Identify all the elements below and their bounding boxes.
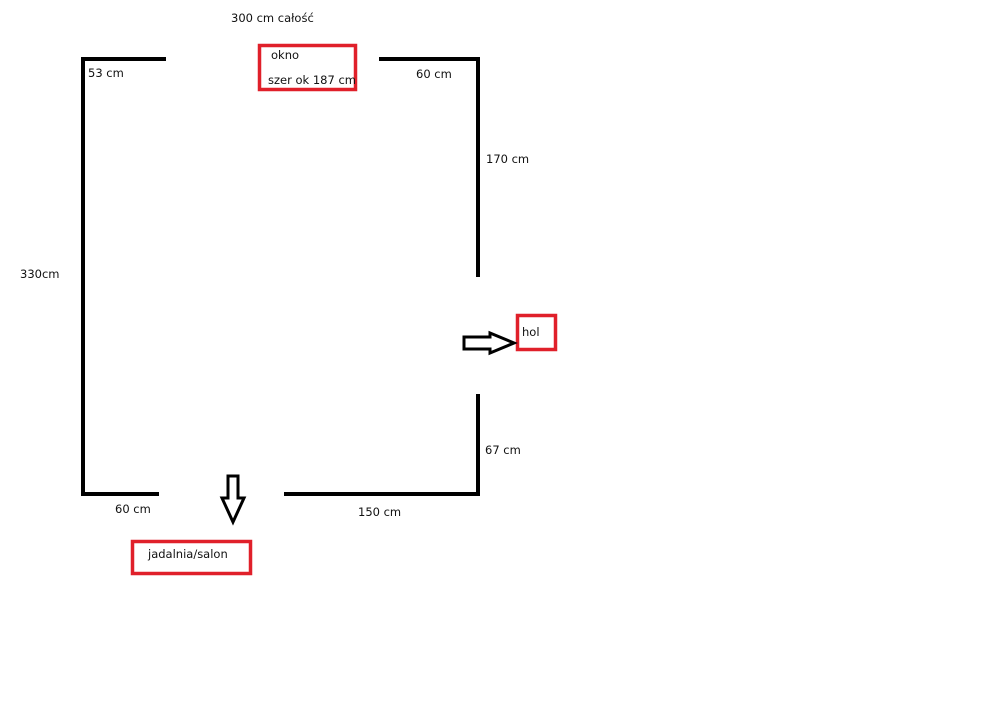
hall-label-box [515, 313, 558, 352]
dim-top-left: 53 cm [88, 66, 124, 80]
arrow-down-icon [219, 474, 247, 526]
total-width-label: 300 cm całość [231, 11, 314, 25]
dim-left: 330cm [20, 267, 59, 281]
dining-label-box [130, 539, 253, 576]
hall-label: hol [522, 325, 540, 339]
dim-bottom-right: 150 cm [358, 505, 401, 519]
arrow-right-icon [462, 330, 518, 356]
window-title: okno [271, 48, 299, 62]
window-label-box [257, 43, 358, 92]
dim-bottom-left: 60 cm [115, 502, 151, 516]
window-width: szer ok 187 cm [268, 73, 356, 87]
dim-right-lower: 67 cm [485, 443, 521, 457]
dim-top-right: 60 cm [416, 67, 452, 81]
dim-right-upper: 170 cm [486, 152, 529, 166]
dining-living-label: jadalnia/salon [147, 547, 228, 561]
